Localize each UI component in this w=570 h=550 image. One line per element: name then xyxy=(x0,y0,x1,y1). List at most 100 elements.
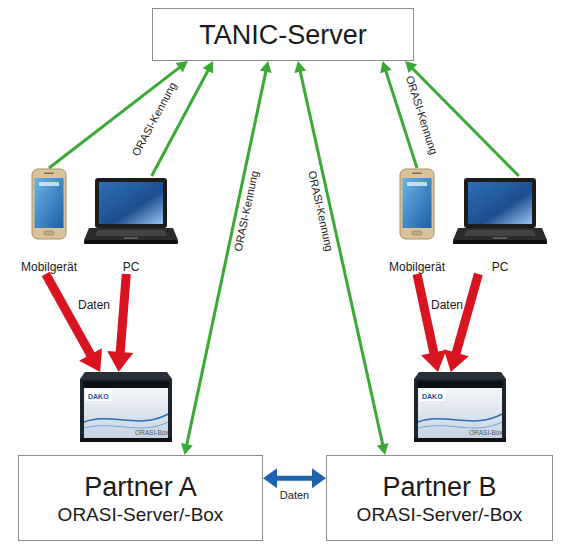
blue-arrow xyxy=(263,468,326,488)
laptop-keyboard xyxy=(464,230,536,236)
box-swoosh xyxy=(418,414,502,422)
phone-clock xyxy=(39,182,59,186)
red-arrow xyxy=(444,274,479,372)
phone-screen xyxy=(35,178,64,228)
phone-clock xyxy=(407,182,427,186)
node-title: TANIC-Server xyxy=(199,19,367,51)
arrow-head xyxy=(181,443,193,455)
arrow-head xyxy=(176,61,188,72)
arrow-head xyxy=(263,468,277,488)
box-body xyxy=(414,379,506,442)
flow-label: Daten xyxy=(431,298,463,312)
phone-screen xyxy=(403,178,432,228)
box-body xyxy=(80,379,172,442)
red-arrow xyxy=(417,274,446,372)
arrow-shaft xyxy=(417,274,435,356)
box-swoosh xyxy=(418,422,502,428)
laptop-keyboard xyxy=(95,230,167,236)
arrow-head xyxy=(405,61,417,73)
node-subtitle: ORASI-Server/-Box xyxy=(357,503,523,526)
red-arrow xyxy=(107,274,133,372)
box-top xyxy=(414,372,506,379)
laptop-screen xyxy=(468,182,532,224)
laptop-screen xyxy=(99,182,163,224)
node-title: PC xyxy=(123,260,140,274)
phone-body xyxy=(32,169,66,239)
box-logo-plate xyxy=(86,390,112,401)
box-swoosh xyxy=(84,422,168,428)
arrow-head xyxy=(294,61,306,73)
box-logo-plate xyxy=(420,390,446,401)
laptop-illustration xyxy=(453,178,547,246)
arrow-shaft xyxy=(455,274,478,357)
arrow-head xyxy=(444,349,469,372)
box-vents xyxy=(417,381,503,388)
arrow-shaft xyxy=(46,274,93,358)
arrow-shaft xyxy=(49,66,181,168)
node-subtitle: ORASI-Box xyxy=(135,429,169,437)
flow-label: Daten xyxy=(78,298,110,312)
arrow-head xyxy=(260,61,272,73)
partner-box: Partner AORASI-Server/-Box xyxy=(18,455,263,541)
node-title: Partner A xyxy=(84,471,197,503)
node-title: Mobilgerät xyxy=(21,260,77,274)
mobile-device: Mobilgerät xyxy=(384,168,450,274)
green-arrow xyxy=(294,61,388,455)
laptop-illustration xyxy=(84,178,178,246)
box-top xyxy=(80,372,172,379)
box-foot xyxy=(414,438,506,442)
edge-label: ORASI-Kennung xyxy=(130,80,179,158)
phone-body xyxy=(400,169,434,239)
arrow-shaft xyxy=(152,69,209,176)
arrow-shaft xyxy=(300,70,383,447)
arrow-shaft xyxy=(274,476,315,481)
phone-button xyxy=(44,231,54,235)
partner-box: Partner BORASI-Server/-Box xyxy=(326,455,553,541)
arrow-head xyxy=(203,61,214,74)
arrow-head xyxy=(377,443,389,455)
box-front xyxy=(84,388,168,438)
arrow-shaft xyxy=(120,274,126,356)
pc-device: PC xyxy=(453,176,547,274)
node-title: DAKO xyxy=(88,392,109,401)
box-swoosh xyxy=(84,414,168,422)
arrow-head xyxy=(79,348,102,372)
arrow-shaft xyxy=(186,70,266,447)
phone-speaker xyxy=(44,173,54,175)
arrow-head xyxy=(107,351,133,372)
smartphone-illustration xyxy=(399,168,435,240)
orasi-box-device: DAKO ORASI-Box xyxy=(414,372,506,442)
box-front xyxy=(418,388,502,438)
laptop-bezel xyxy=(464,178,536,228)
edge-label: Daten xyxy=(280,489,309,501)
red-arrow xyxy=(46,274,102,372)
arrow-head xyxy=(380,61,391,73)
mobile-device: Mobilgerät xyxy=(16,168,82,274)
pc-device: PC xyxy=(84,176,178,274)
laptop-edge xyxy=(453,240,547,244)
node-title: Partner B xyxy=(382,471,496,503)
node-title: DAKO xyxy=(422,392,443,401)
box-foot xyxy=(80,438,172,442)
phone-button xyxy=(412,231,422,235)
smartphone-illustration xyxy=(31,168,67,240)
node-subtitle: ORASI-Box xyxy=(469,429,503,437)
laptop-touchpad xyxy=(493,237,507,239)
laptop-bezel xyxy=(95,178,167,228)
box-vents xyxy=(83,381,169,388)
node-title: Mobilgerät xyxy=(389,260,445,274)
laptop-deck xyxy=(453,228,547,240)
arrow-head xyxy=(312,468,326,488)
laptop-edge xyxy=(84,240,178,244)
green-arrow xyxy=(49,61,188,168)
laptop-touchpad xyxy=(124,237,138,239)
server-box: TANIC-Server xyxy=(152,8,414,61)
phone-speaker xyxy=(412,173,422,175)
node-title: PC xyxy=(492,260,509,274)
arrow-head xyxy=(421,350,446,372)
orasi-box-device: DAKO ORASI-Box xyxy=(80,372,172,442)
laptop-deck xyxy=(84,228,178,240)
node-subtitle: ORASI-Server/-Box xyxy=(58,503,224,526)
green-arrow xyxy=(181,61,272,455)
